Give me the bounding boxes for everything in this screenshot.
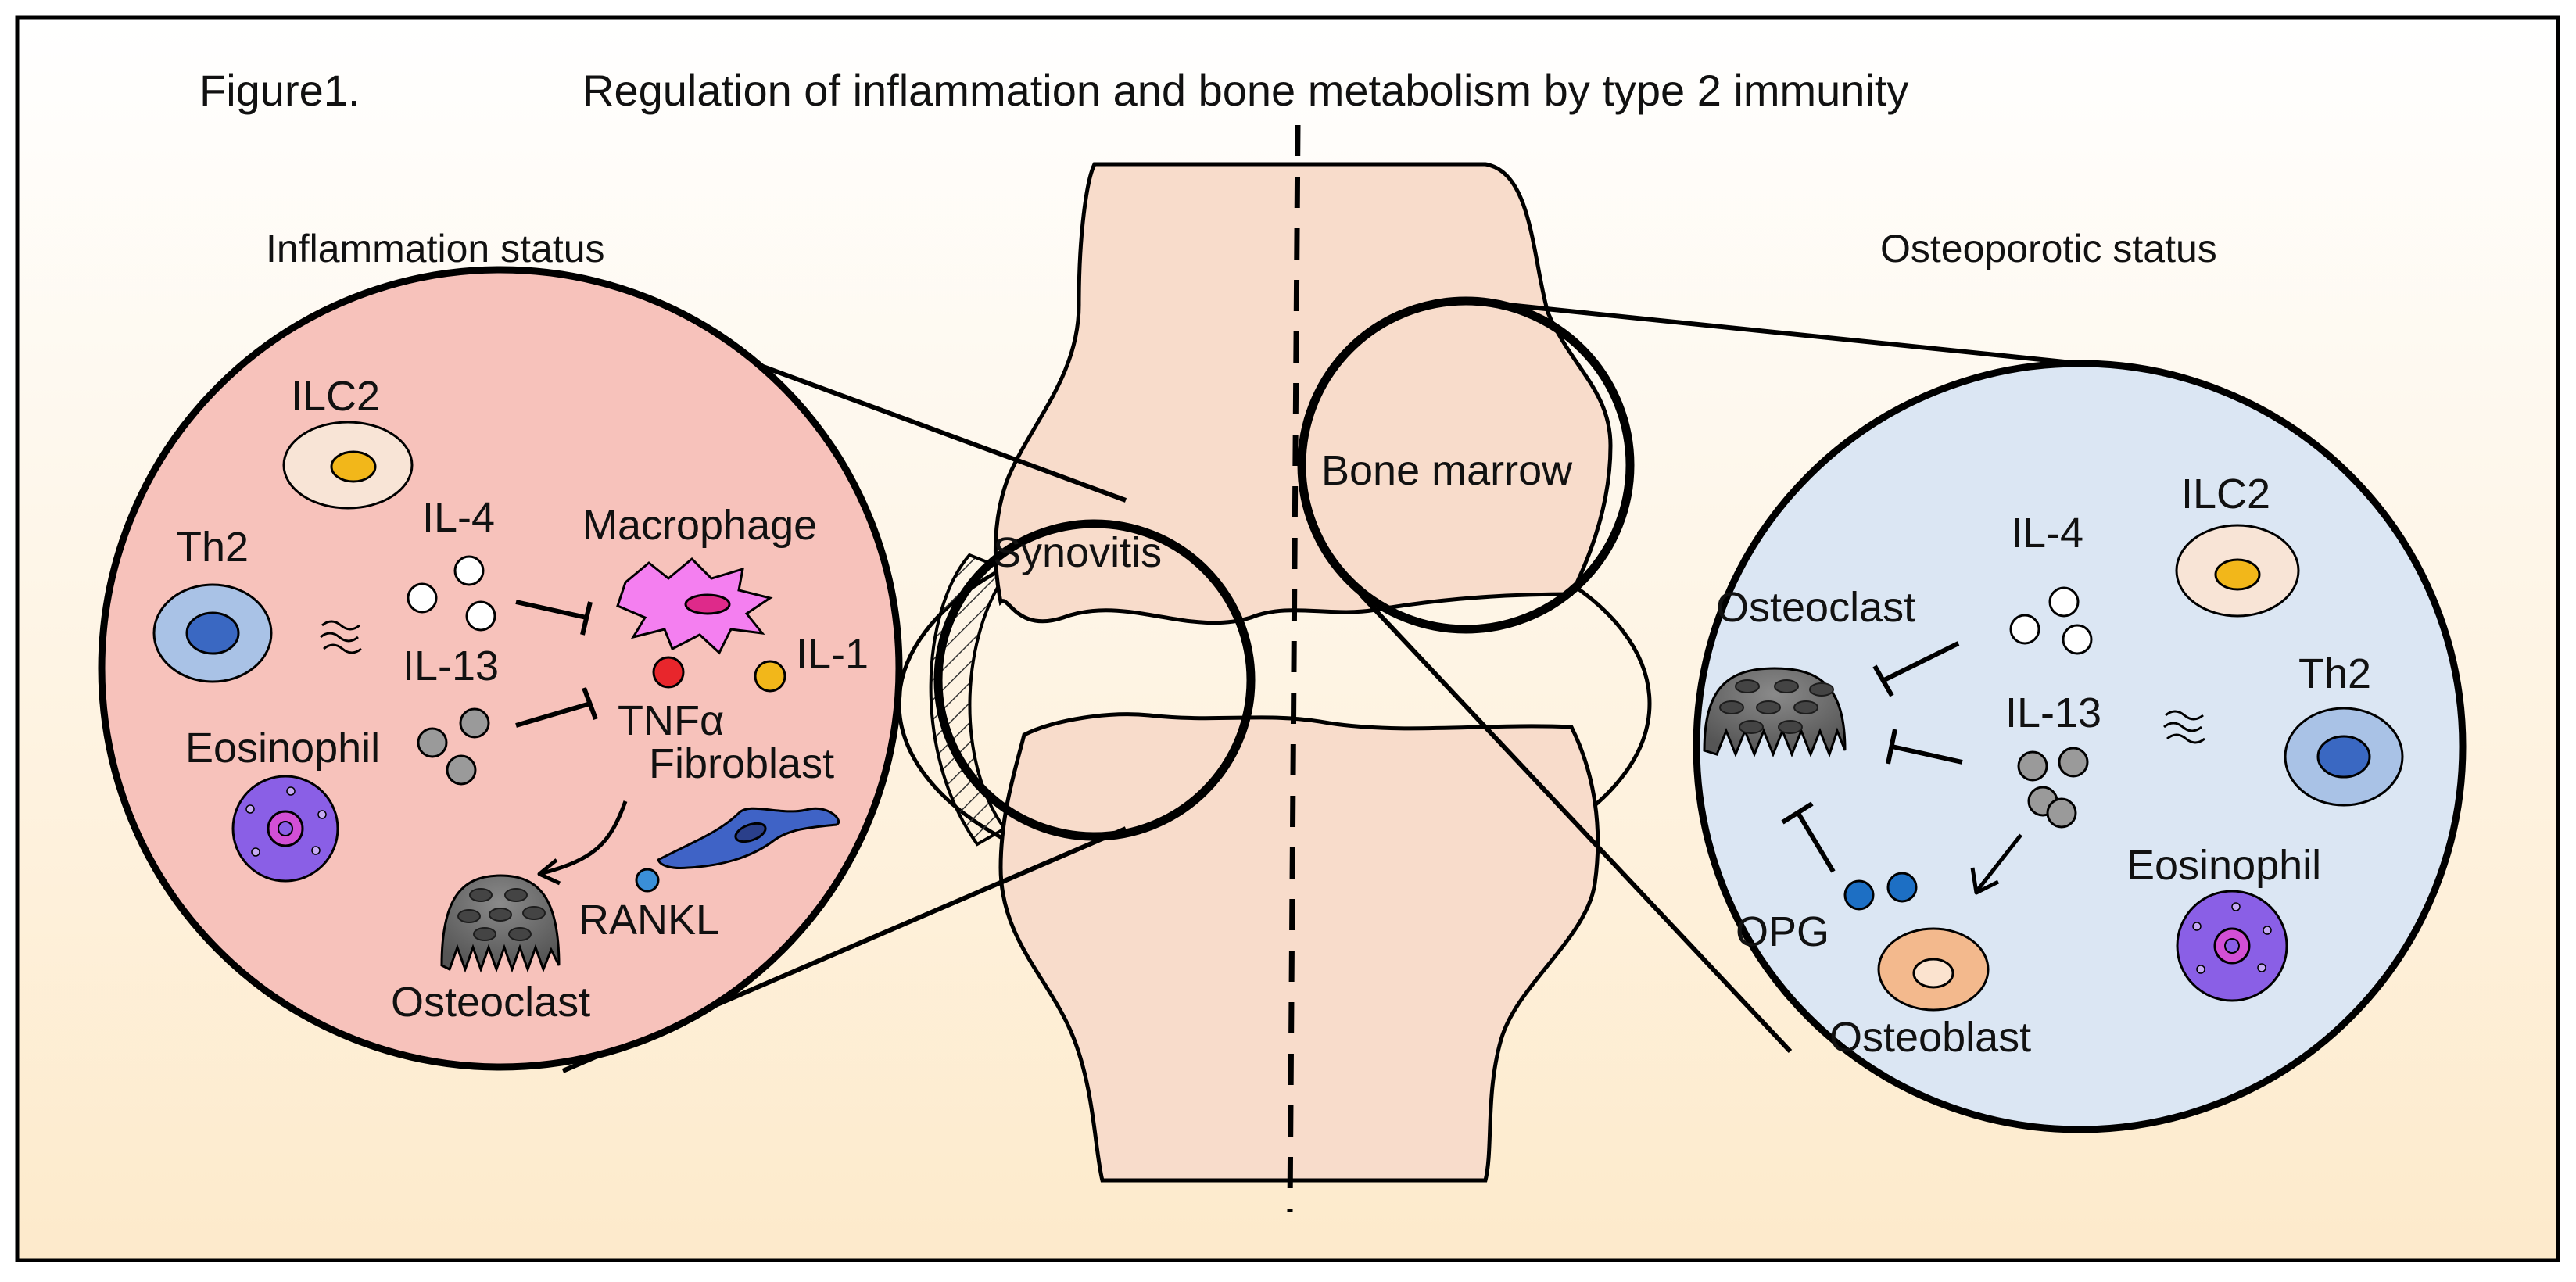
right-osteoclast-label: Osteoclast (1716, 584, 1915, 631)
synovitis-circle (933, 519, 1256, 841)
right-eosinophil-label: Eosinophil (2126, 842, 2321, 889)
left-panel: ILC2 IL-4 Macrophage Th2 (98, 266, 903, 1071)
right-zoom-line-top (1469, 299, 2080, 366)
il1-dot-icon (754, 660, 786, 693)
opg-label: OPG (1736, 908, 1829, 955)
left-panel-heading: Inflammation status (266, 227, 605, 270)
osteoblast-label: Osteoblast (1829, 1014, 2031, 1061)
left-tnf-label: TNFα (618, 697, 724, 744)
left-il1-label: IL-1 (796, 631, 869, 678)
left-fibroblast-label: Fibroblast (649, 740, 834, 787)
left-rankl-label: RANKL (579, 897, 719, 944)
right-panel-heading: Osteoporotic status (1880, 227, 2217, 270)
right-th2-cell-icon (2284, 707, 2404, 807)
fibroblast-icon (657, 807, 840, 869)
right-th2-label: Th2 (2298, 650, 2371, 697)
synovitis-label: Synovitis (993, 529, 1162, 576)
macrophage-icon (616, 557, 773, 655)
left-il4-inhibition-arrow-icon (515, 600, 593, 636)
right-zoom-line-bottom (1358, 592, 1793, 1054)
right-il13-label: IL-13 (2005, 689, 2101, 736)
right-eosinophil-icon (2176, 890, 2288, 1002)
left-il4-dots-icon (407, 555, 496, 632)
rankl-dot-icon (635, 868, 660, 893)
right-ilc2-cell-icon (2175, 524, 2300, 618)
right-il4-label: IL-4 (2011, 510, 2083, 557)
bone-marrow-circle (1297, 296, 1635, 634)
left-eosinophil-label: Eosinophil (185, 725, 380, 772)
opg-dots-icon (1843, 872, 1918, 911)
left-th2-label: Th2 (176, 524, 249, 571)
figure-label: Figure1. (199, 66, 360, 115)
left-ilc2-label: ILC2 (291, 373, 380, 420)
left-il13-dots-icon (417, 707, 490, 786)
left-osteoclast-label: Osteoclast (391, 979, 590, 1026)
right-il4-dots-icon (2009, 586, 2093, 655)
right-il13-dots-icon (2017, 747, 2089, 829)
upper-bone (993, 162, 1613, 625)
left-osteoclast-icon (440, 874, 561, 973)
left-ilc2-cell-icon (282, 421, 414, 510)
left-il13-inhibition-arrow-icon (515, 686, 598, 728)
left-eosinophil-icon (231, 775, 339, 883)
right-ilc2-label: ILC2 (2181, 471, 2270, 517)
fibroblast-activation-arrow-icon (537, 800, 628, 886)
opg-inhibition-arrow-icon (1781, 801, 1836, 873)
tnf-dot-icon (652, 656, 685, 689)
figure-title: Regulation of inflammation and bone meta… (582, 66, 1908, 115)
right-osteoclast-icon (1703, 667, 1847, 758)
left-il13-label: IL-13 (403, 643, 499, 689)
right-wavy-lines-icon (2163, 710, 2205, 744)
left-macrophage-label: Macrophage (582, 502, 817, 549)
right-panel: IL-4 ILC2 Osteoclast (1693, 360, 2467, 1133)
right-il13-activation-arrow-icon (1970, 833, 2022, 895)
left-th2-cell-icon (152, 583, 273, 683)
right-il4-inhibition-arrow-icon (1872, 641, 1960, 697)
left-il4-label: IL-4 (422, 494, 495, 541)
right-il13-inhibition-arrow-icon (1886, 729, 1963, 765)
bone-marrow-label: Bone marrow (1321, 447, 1573, 494)
osteoblast-icon (1877, 927, 1990, 1012)
joint-diagram: Synovitis Bone marrow (897, 124, 1652, 1212)
midline-dashed (1287, 124, 1301, 1212)
left-wavy-lines-icon (320, 620, 362, 654)
